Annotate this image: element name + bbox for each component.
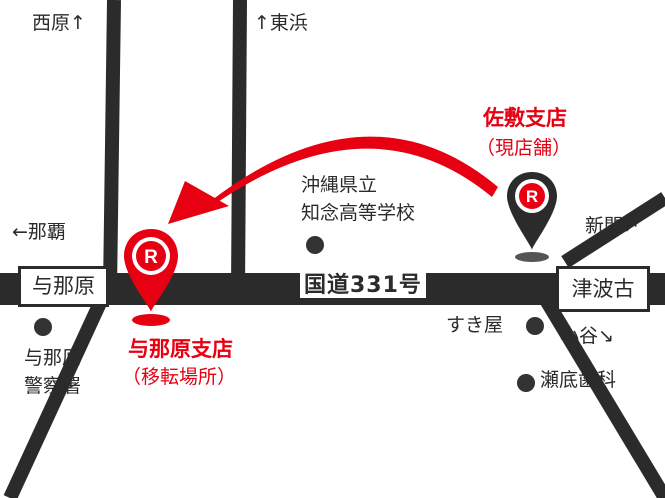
sashiki-branch-pin-icon: R bbox=[507, 172, 557, 262]
intersection-tsuhako: 津波古 bbox=[556, 266, 650, 312]
road-yonabaru-south bbox=[3, 287, 113, 498]
landmark-police-dot-icon bbox=[34, 318, 52, 336]
intersection-yonabaru: 与那原 bbox=[18, 266, 109, 307]
direction-shinkai: 新開↗ bbox=[585, 215, 639, 237]
landmark-sukiya-dot-icon bbox=[526, 317, 544, 335]
landmark-dentist: 瀬底歯科 bbox=[540, 369, 617, 391]
yonabaru-branch-note: （移転場所） bbox=[122, 366, 237, 388]
landmark-police-line2: 警察署 bbox=[24, 375, 82, 397]
sashiki-branch-note: （現店舗） bbox=[476, 137, 572, 159]
direction-koya: 小谷↘ bbox=[560, 325, 614, 347]
direction-nishihara: 西原↑ bbox=[32, 12, 86, 34]
landmark-school-line2: 知念高等学校 bbox=[301, 202, 416, 224]
relocation-arrow bbox=[212, 136, 498, 206]
landmark-police-line1: 与那原 bbox=[24, 347, 82, 369]
sashiki-branch-name: 佐敷支店 bbox=[483, 106, 567, 130]
direction-naha: ←那覇 bbox=[12, 221, 66, 243]
direction-higashihama: ↑東浜 bbox=[254, 12, 308, 34]
road-tsuhako-southeast bbox=[534, 286, 665, 498]
svg-text:R: R bbox=[526, 187, 538, 206]
yonabaru-branch-pin-icon: R bbox=[124, 229, 178, 326]
road-higashihama bbox=[231, 0, 247, 291]
landmark-school-line1: 沖縄県立 bbox=[301, 174, 378, 196]
relocation-arrowhead bbox=[168, 181, 229, 224]
landmark-sukiya: すき屋 bbox=[446, 314, 504, 336]
landmark-dentist-dot-icon bbox=[517, 374, 535, 392]
road-shinkai bbox=[561, 192, 665, 268]
landmark-school-dot-icon bbox=[306, 236, 324, 254]
yonabaru-branch-name: 与那原支店 bbox=[128, 337, 233, 361]
svg-text:R: R bbox=[144, 247, 158, 268]
road-nishihara bbox=[103, 0, 121, 291]
route-331-label: 国道331号 bbox=[300, 273, 426, 299]
